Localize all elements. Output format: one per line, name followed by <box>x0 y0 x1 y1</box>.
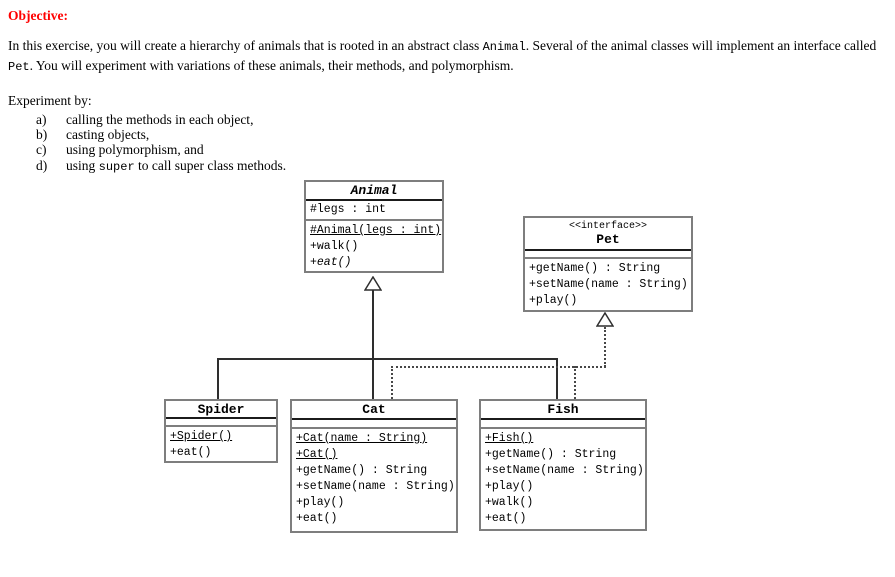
list-item-b: b) casting objects, <box>8 127 890 142</box>
intro-code-animal: Animal <box>482 40 526 54</box>
list-item-text: using polymorphism, and <box>66 142 204 158</box>
class-title-animal: Animal <box>306 182 442 201</box>
experiment-heading: Experiment by: <box>8 93 92 108</box>
method-line-abstract: +eat() <box>310 256 352 269</box>
inheritance-line-horizontal <box>217 358 557 360</box>
class-methods-spider: +Spider() +eat() <box>166 427 276 461</box>
list-item-label: c) <box>36 142 47 158</box>
realization-line-cat-vertical <box>391 366 393 399</box>
inheritance-triangle-icon <box>364 276 382 291</box>
method-line-constructor: +Fish() <box>485 432 534 445</box>
interface-box-pet: <<interface>> Pet +getName() : String +s… <box>523 216 693 312</box>
class-box-cat: Cat +Cat(name : String) +Cat() +getName(… <box>290 399 458 533</box>
class-box-fish: Fish +Fish() +getName() : String +setNam… <box>479 399 647 531</box>
class-title-spider: Spider <box>166 401 276 419</box>
method-line: +getName() : String <box>529 262 661 275</box>
method-line: +eat() <box>485 512 527 525</box>
interface-attributes-pet <box>525 251 691 259</box>
experiment-list: a) calling the methods in each object, b… <box>8 112 890 175</box>
list-item-label: d) <box>36 157 48 173</box>
interface-title-pet: <<interface>> Pet <box>525 218 691 251</box>
intro-text-1: In this exercise, you will create a hier… <box>8 38 483 53</box>
method-line: +eat() <box>170 446 212 459</box>
list-item-code-super: super <box>98 159 135 174</box>
document-text: Objective: In this exercise, you will cr… <box>8 8 890 175</box>
method-line-constructor: #Animal(legs : int) <box>310 224 442 237</box>
class-attributes-fish <box>481 420 645 429</box>
list-item-text: using super to call super class methods. <box>66 158 286 175</box>
list-item-text: calling the methods in each object, <box>66 112 254 127</box>
method-line: +getName() : String <box>485 448 617 461</box>
method-line: +walk() <box>485 496 534 509</box>
interface-stereotype: <<interface>> <box>568 221 647 232</box>
list-item-c: c) using polymorphism, and <box>8 142 890 157</box>
method-line-constructor: +Spider() <box>170 430 233 443</box>
class-methods-fish: +Fish() +getName() : String +setName(nam… <box>481 429 645 529</box>
class-attributes-spider <box>166 419 276 427</box>
list-item-text: casting objects, <box>66 127 150 143</box>
method-line: +eat() <box>296 512 338 525</box>
class-box-animal: Animal #legs : int #Animal(legs : int) +… <box>304 180 444 273</box>
attribute-line: #legs : int <box>310 202 386 216</box>
realization-triangle-icon <box>596 312 614 327</box>
class-title-fish: Fish <box>481 401 645 420</box>
method-line: +getName() : String <box>296 464 428 477</box>
method-line: +play() <box>529 294 578 307</box>
method-line: +setName(name : String) <box>485 464 644 477</box>
class-box-spider: Spider +Spider() +eat() <box>164 399 278 463</box>
list-item-text-1: using <box>66 157 99 173</box>
list-item-text-2: to call super class methods. <box>134 157 287 173</box>
intro-text-3: . You will experiment with variations of… <box>29 57 514 73</box>
inheritance-line-fish-vertical <box>556 358 558 399</box>
objective-heading: Objective: <box>8 8 68 23</box>
intro-text-2: . Several of the animal classes will imp… <box>525 38 877 53</box>
method-line: +play() <box>296 496 345 509</box>
list-item-label: b) <box>36 127 48 143</box>
method-line-constructor: +Cat() <box>296 448 338 461</box>
class-attributes-cat <box>292 420 456 429</box>
inheritance-line-spider-vertical <box>217 358 219 399</box>
inheritance-line-animal-vertical <box>372 290 374 399</box>
method-line: +walk() <box>310 240 359 253</box>
method-line: +setName(name : String) <box>529 278 688 291</box>
class-title-cat: Cat <box>292 401 456 420</box>
list-item-d: d) using super to call super class metho… <box>8 158 890 175</box>
class-attributes-animal: #legs : int <box>306 201 442 221</box>
class-methods-cat: +Cat(name : String) +Cat() +getName() : … <box>292 429 456 531</box>
list-item-label: a) <box>36 112 47 127</box>
intro-paragraph: In this exercise, you will create a hier… <box>8 37 890 76</box>
interface-methods-pet: +getName() : String +setName(name : Stri… <box>525 259 691 310</box>
class-methods-animal: #Animal(legs : int) +walk() +eat() <box>306 221 442 271</box>
realization-line-fish-vertical <box>574 366 576 399</box>
method-line: +play() <box>485 480 534 493</box>
interface-name: Pet <box>596 232 620 247</box>
method-line-constructor: +Cat(name : String) <box>296 432 428 445</box>
realization-line-horizontal <box>391 366 606 368</box>
intro-code-pet: Pet <box>8 59 30 74</box>
method-line: +setName(name : String) <box>296 480 455 493</box>
realization-line-pet-vertical <box>604 327 606 367</box>
list-item-a: a) calling the methods in each object, <box>8 112 890 127</box>
